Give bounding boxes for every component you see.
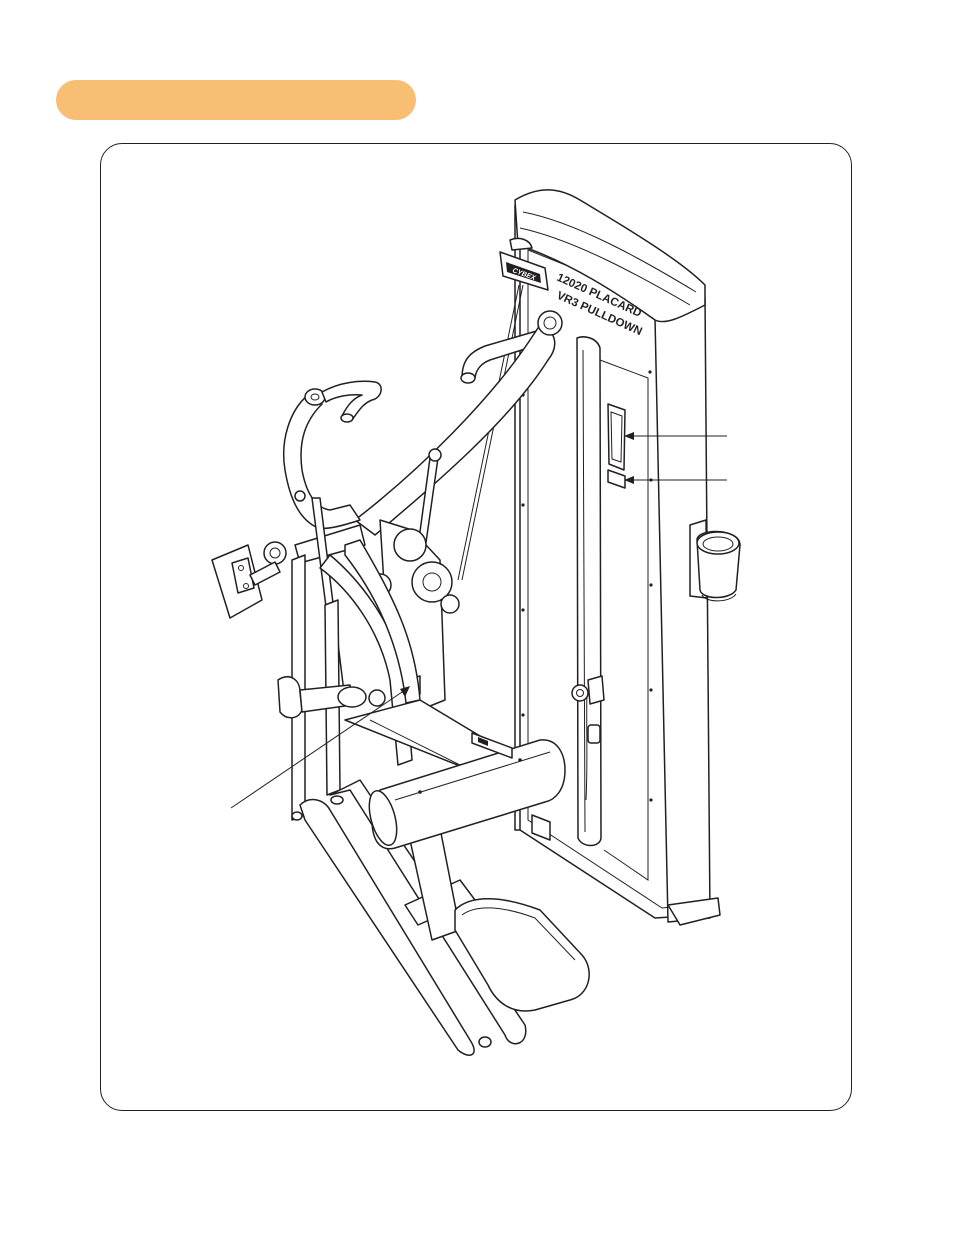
brand-plate: CYBEX — [499, 237, 549, 291]
thigh-roller-pad — [368, 739, 566, 850]
pulldown-arm — [263, 310, 563, 565]
figure-frame — [100, 143, 852, 1111]
callout-leaders — [230, 432, 727, 809]
adjustment-pad — [211, 544, 281, 619]
section-header-bar — [56, 80, 416, 120]
weight-tower — [514, 189, 721, 926]
accessory-holder — [689, 519, 741, 602]
seat-pad — [409, 827, 590, 1012]
